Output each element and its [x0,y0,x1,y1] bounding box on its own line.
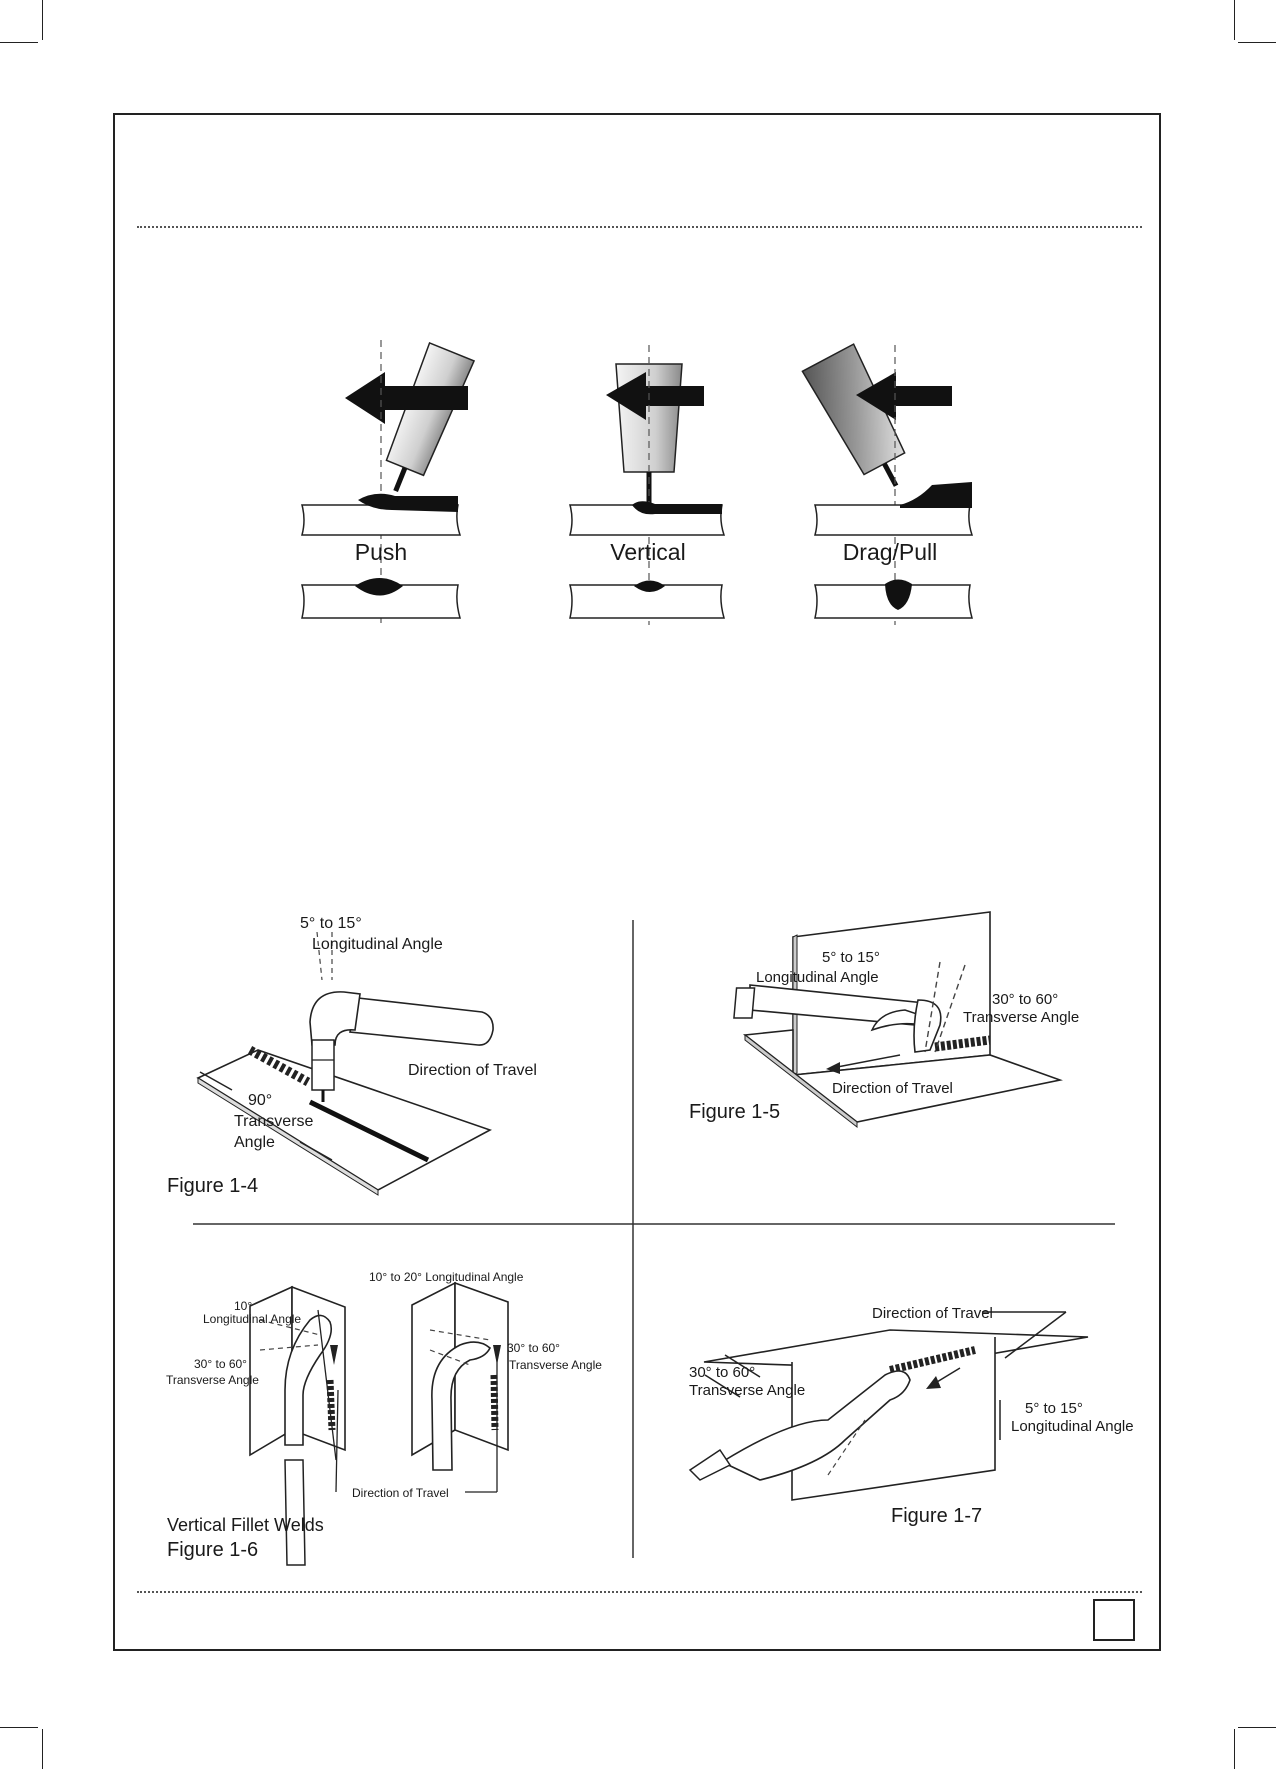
drag-arrow [856,372,952,420]
drag-pull-label: Drag/Pull [843,539,938,565]
fig16-title: Vertical Fillet Welds [167,1515,324,1535]
fig16-right-trans-label: Transverse Angle [509,1358,602,1372]
crop-mark [1238,42,1276,43]
fig15-longitudinal-label: Longitudinal Angle [756,969,879,986]
crop-mark [1238,1727,1276,1728]
fig16-left-long-label: Longitudinal Angle [203,1312,301,1326]
fig16-left-deg: 10° [234,1299,252,1313]
vertical-technique: Vertical [569,345,726,625]
figure-1-5-illustration [733,911,1063,1129]
fig17-transverse-range: 30° to 60° [689,1364,755,1381]
crop-mark [0,42,38,43]
fig17-longitudinal-label: Longitudinal Angle [1011,1418,1134,1435]
fig16-top-label: 10° to 20° Longitudinal Angle [369,1270,524,1284]
crop-mark [42,1729,43,1769]
fig15-longitudinal-range: 5° to 15° [822,949,880,966]
figure-1-6-illustration [249,1281,509,1566]
fig15-transverse-label: Transverse Angle [963,1009,1079,1026]
fig14-caption: Figure 1-4 [167,1175,258,1197]
vertical-arrow [606,372,704,420]
push-label: Push [355,539,407,565]
fig14-longitudinal-label: Longitudinal Angle [312,936,443,953]
crop-mark [1234,0,1235,40]
fig17-caption: Figure 1-7 [891,1505,982,1527]
push-arrow [345,372,468,424]
fig15-caption: Figure 1-5 [689,1101,780,1123]
push-nozzle [385,341,476,492]
fig16-right-trans-range: 30° to 60° [507,1341,560,1355]
fig14-transverse-label-1: Transverse [234,1113,314,1130]
vertical-label: Vertical [610,539,685,565]
figure-1-4-illustration [196,931,494,1196]
drag-technique: Drag/Pull [801,343,974,625]
figure-1-7-illustration [688,1311,1089,1501]
fig15-direction-label: Direction of Travel [832,1080,953,1097]
page-frame [113,113,1161,1651]
fig14-direction-label: Direction of Travel [408,1062,537,1079]
fig17-transverse-label: Transverse Angle [689,1382,805,1399]
fig16-left-trans-label: Transverse Angle [166,1373,259,1387]
fig16-caption: Figure 1-6 [167,1539,258,1561]
fig14-transverse-label-2: Angle [234,1134,275,1151]
drag-nozzle [801,343,906,487]
crop-mark [0,1727,38,1728]
header-divider [137,226,1142,228]
crop-mark [42,0,43,40]
crop-mark [1234,1729,1235,1769]
fig17-direction-label: Direction of Travel [872,1305,993,1322]
fig14-longitudinal-range: 5° to 15° [300,915,362,932]
fig15-transverse-range: 30° to 60° [992,991,1058,1008]
fig16-left-trans-range: 30° to 60° [194,1357,247,1371]
fig16-direction-label: Direction of Travel [352,1486,449,1500]
footer-divider [137,1591,1142,1593]
fig14-transverse-deg: 90° [248,1092,272,1109]
fig17-longitudinal-range: 5° to 15° [1025,1400,1083,1417]
push-technique: Push [301,340,476,625]
page-number-box [1093,1599,1135,1641]
